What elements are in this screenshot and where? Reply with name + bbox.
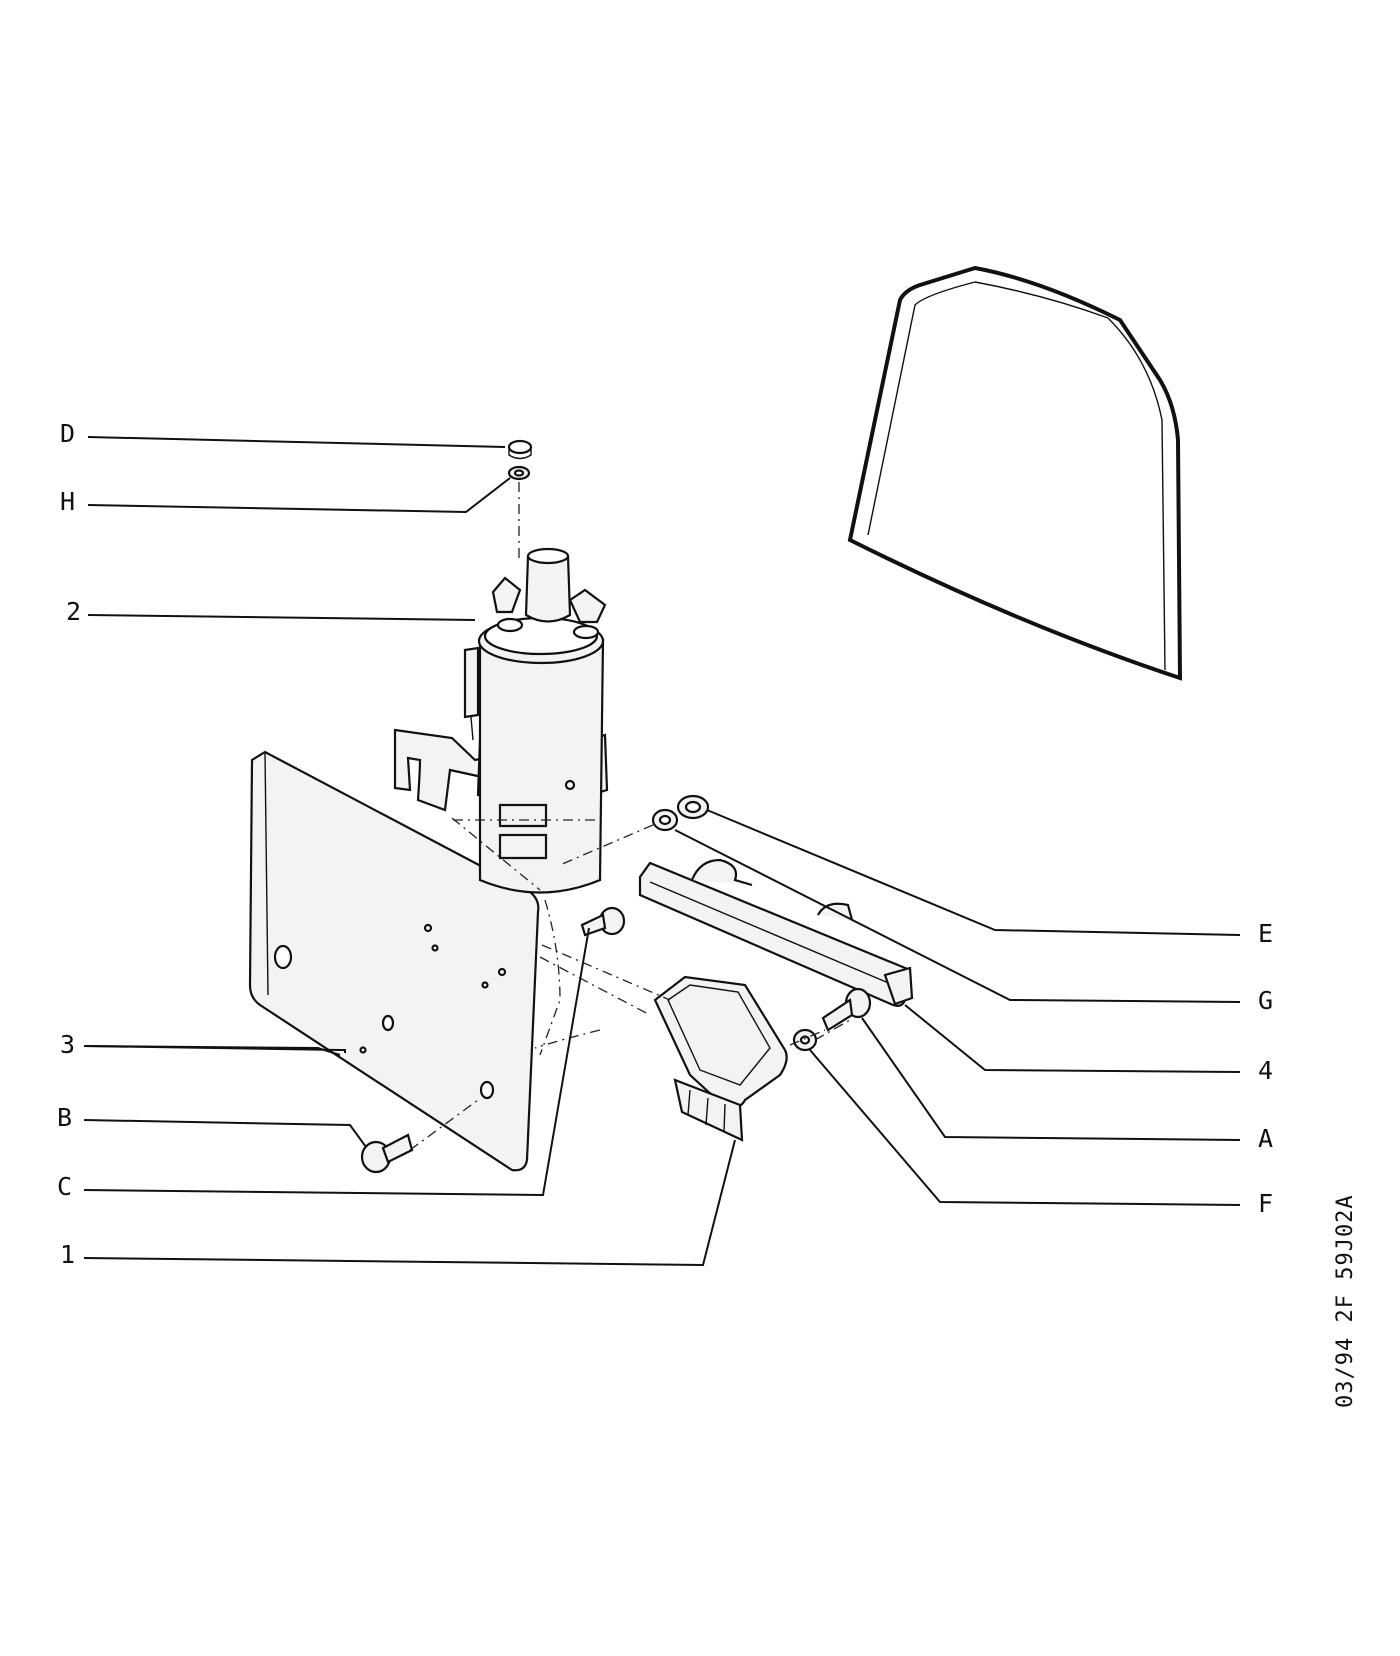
mounting-plate: [248, 750, 540, 1172]
callout-E: E: [1258, 919, 1273, 948]
screw-b: [360, 1133, 414, 1174]
callout-4: 4: [1258, 1056, 1273, 1085]
washer-f: [792, 1028, 818, 1052]
callout-H: H: [60, 487, 75, 516]
callout-1: 1: [60, 1240, 75, 1269]
screw-a: [821, 987, 872, 1032]
nut-e: [676, 794, 710, 820]
callout-C: C: [57, 1172, 72, 1201]
nut-d: [507, 439, 533, 460]
cover-shield: [847, 265, 1183, 681]
washer-g: [651, 808, 679, 832]
ignition-coil: [393, 547, 609, 894]
callout-G: G: [1258, 986, 1273, 1015]
callout-B: B: [57, 1103, 72, 1132]
callout-2: 2: [66, 597, 81, 626]
callout-A: A: [1258, 1124, 1273, 1153]
drawing-code: 03/94 2F 59J02A: [1333, 1194, 1358, 1408]
ignition-module: [653, 975, 788, 1142]
callout-F: F: [1258, 1189, 1273, 1218]
washer-h: [507, 465, 531, 481]
callout-3: 3: [60, 1030, 75, 1059]
callout-D: D: [60, 419, 75, 448]
